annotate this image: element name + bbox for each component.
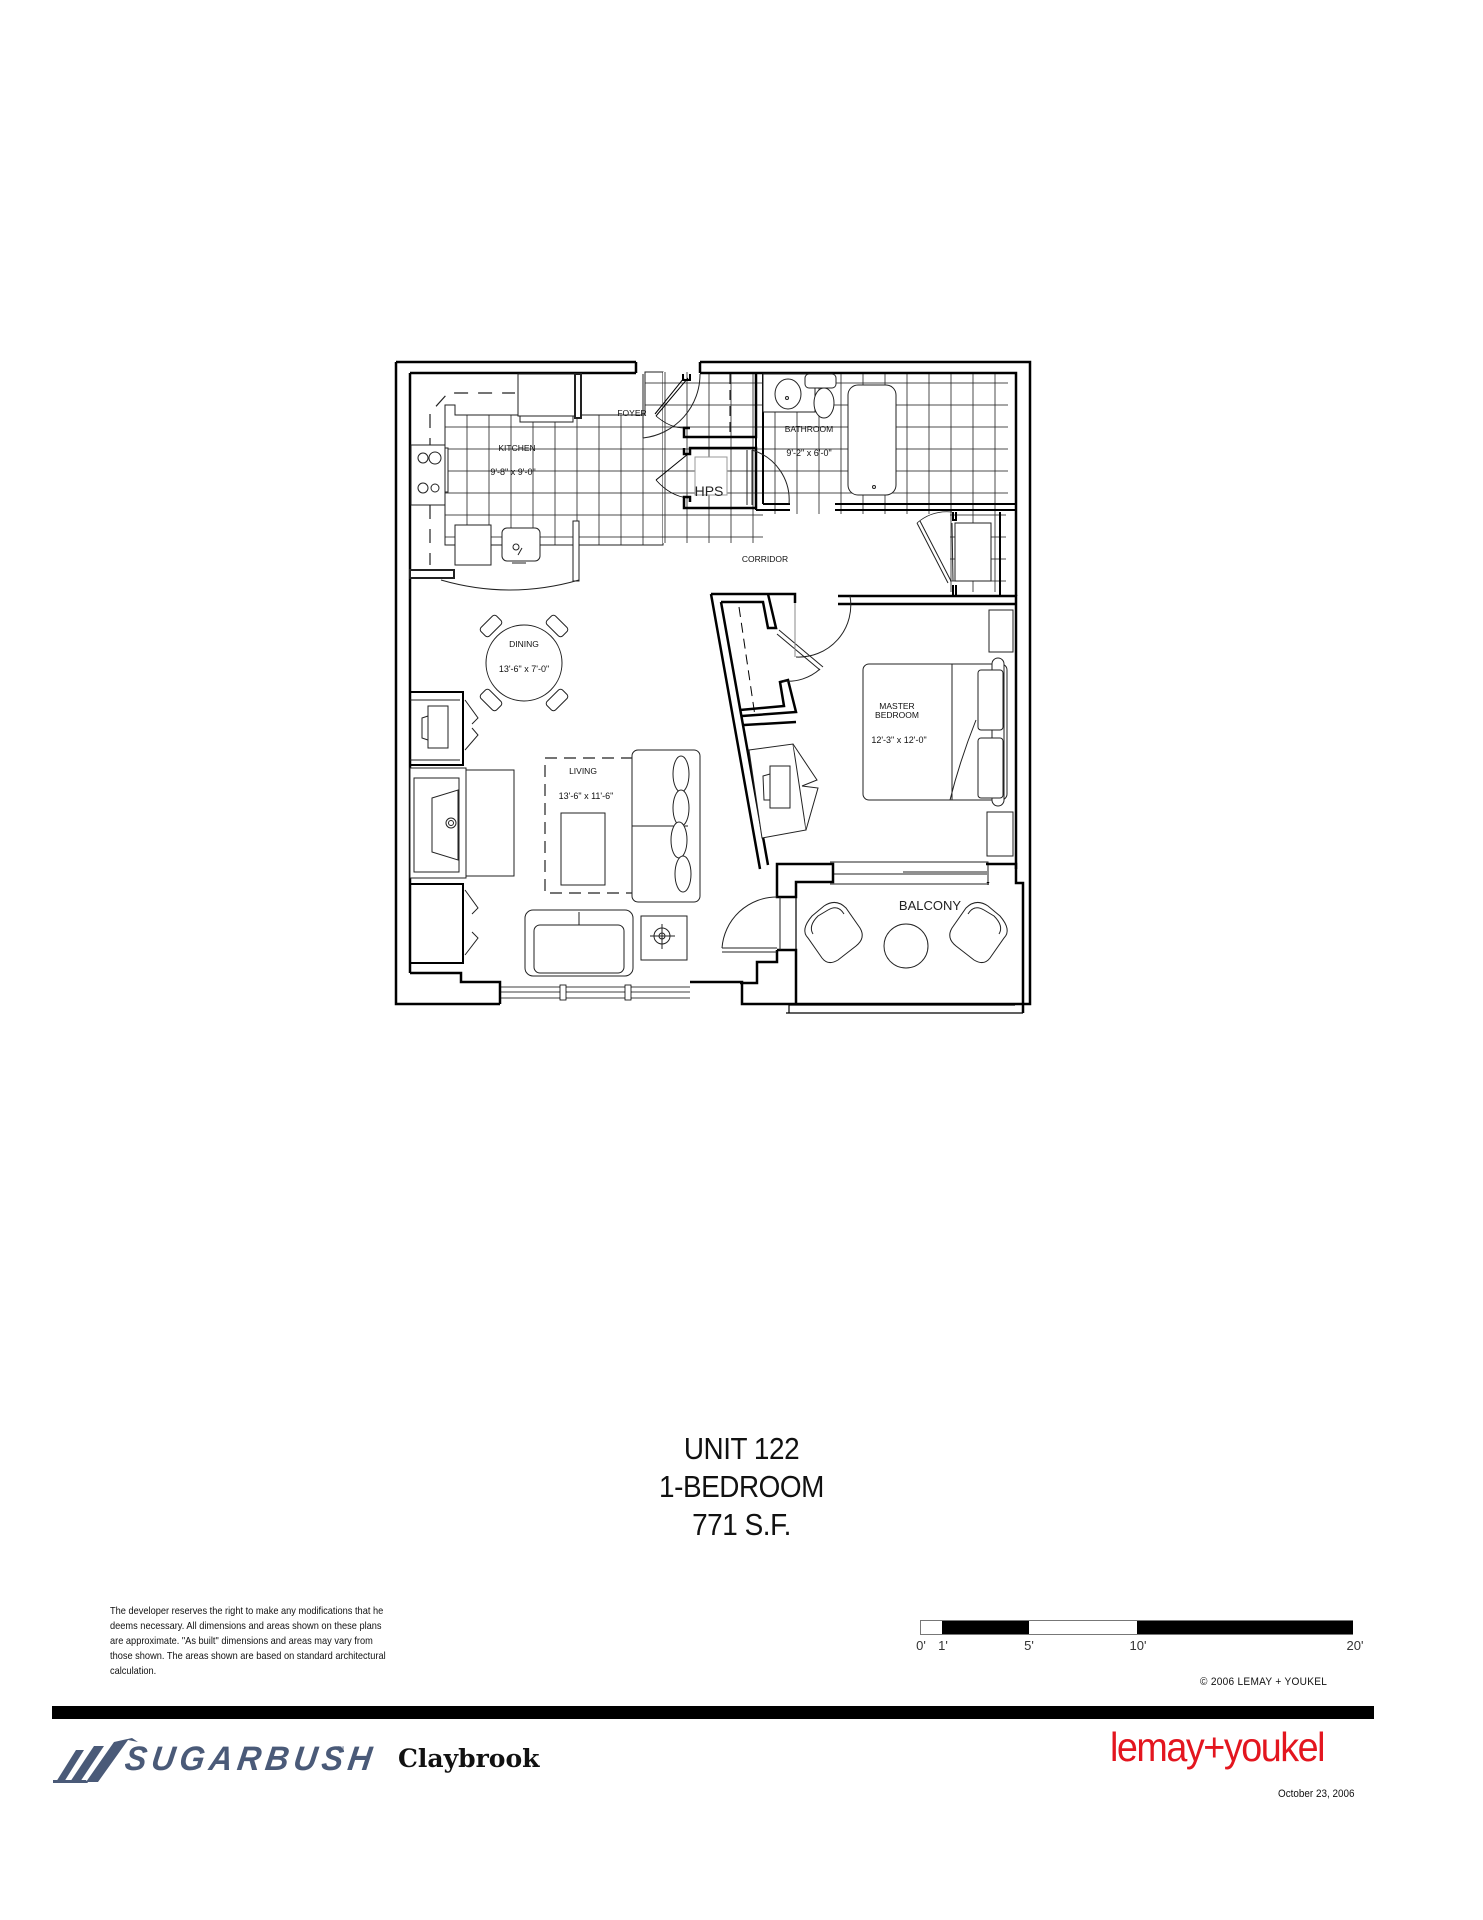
unit-title-block: UNIT 122 1-BEDROOM 771 S.F. [74, 1430, 1409, 1544]
loveseat [524, 909, 634, 977]
copyright-notice: © 2006 LEMAY + YOUKEL [1200, 1676, 1328, 1688]
lemay-youkel-logo: lemay+youkel [1110, 1724, 1325, 1770]
dining-table [479, 614, 569, 712]
room-label-master-bedroom-line2: BEDROOM [875, 710, 919, 720]
scale-tick: 0' [916, 1638, 926, 1653]
room-label-corridor: CORRIDOR [742, 554, 788, 564]
scale-tick: 1' [938, 1638, 948, 1653]
bed [862, 657, 1008, 807]
disclaimer-text: The developer reserves the right to make… [110, 1605, 386, 1677]
room-dims-bathroom: 9'-2" x 6'-0" [786, 448, 831, 458]
exterior-walls [394, 360, 1032, 1006]
scale-tick: 5' [1024, 1638, 1034, 1653]
side-table-lamp [640, 915, 688, 961]
room-label-master-bedroom-line1: MASTER [879, 701, 914, 711]
scale-bar-ticks: 0' 1' 5' 10' 20' [0, 1638, 1483, 1658]
sofa [631, 749, 701, 903]
floor-plan: KITCHEN 9'-8" x 9'-0" FOYER BATHROOM 9'-… [394, 360, 1032, 1014]
sugarbush-swoosh-icon [53, 1738, 138, 1783]
room-dims-dining: 13'-6" x 7'-0" [499, 664, 549, 674]
scale-tick: 20' [1346, 1638, 1364, 1653]
bathroom-door [746, 449, 790, 505]
project-name: Claybrook [398, 1744, 540, 1773]
scale-bar-segment-1-5 [942, 1621, 1029, 1634]
bedroom-sliding-door [830, 861, 989, 885]
room-dims-living: 13'-6" x 11'-6" [559, 791, 614, 801]
kitchen-island [409, 520, 580, 591]
room-label-living: LIVING [569, 766, 597, 776]
unit-area: 771 S.F. [692, 1507, 791, 1542]
room-label-foyer: FOYER [617, 408, 646, 418]
balcony-furniture [804, 902, 1008, 969]
fireplace [409, 767, 515, 879]
scale-bar [920, 1620, 1353, 1635]
room-label-bathroom: BATHROOM [785, 424, 833, 434]
room-dims-kitchen: 9'-8" x 9'-0" [490, 467, 535, 477]
room-label-dining: DINING [509, 639, 539, 649]
stove [410, 444, 449, 506]
room-label-kitchen: KITCHEN [498, 443, 535, 453]
trademark-mark: ™ [337, 1746, 344, 1753]
unit-number: UNIT 122 [683, 1431, 800, 1466]
entry-door [642, 373, 701, 439]
coffee-table [560, 812, 606, 886]
night-table [986, 811, 1014, 857]
refrigerator [517, 373, 582, 423]
bedroom-desk [748, 743, 819, 839]
bedroom-door [782, 595, 852, 682]
unit-type: 1-BEDROOM [659, 1469, 824, 1504]
bathroom-fixtures [762, 373, 897, 496]
drawing-date: October 23, 2006 [1278, 1788, 1355, 1800]
room-dims-master-bedroom: 12'-3" x 12'-0" [871, 735, 926, 745]
room-label-balcony: BALCONY [899, 898, 961, 913]
footer-divider [52, 1706, 1374, 1719]
balcony-door [721, 896, 781, 953]
room-label-hps: HPS [695, 483, 724, 499]
night-table [988, 609, 1014, 653]
living-closets [410, 691, 479, 964]
scale-bar-segment-10-20 [1137, 1621, 1353, 1634]
upper-cabinets-outline [429, 392, 515, 500]
scale-tick: 10' [1129, 1638, 1147, 1653]
